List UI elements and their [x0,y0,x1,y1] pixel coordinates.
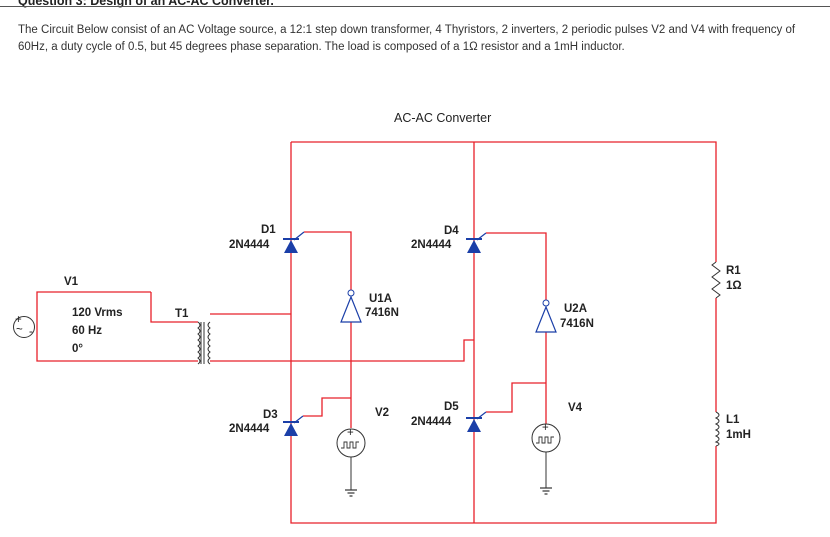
inverter-u1a-name: U1A [369,293,392,305]
pulse-source-v2-name: V2 [375,407,389,419]
svg-text:-: - [29,326,33,338]
inverter-u2a-name: U2A [564,303,587,315]
svg-text:~: ~ [16,324,23,336]
pulse-source-v4: + [531,422,561,495]
thyristor-d4-name: D4 [444,225,459,237]
question-description: The Circuit Below consist of an AC Volta… [18,24,796,53]
thyristor-d1 [283,231,305,253]
header-divider [0,6,830,7]
pulse-source-v4-name: V4 [568,402,583,414]
resistor-r1 [711,261,722,299]
svg-text:+: + [347,427,354,439]
thyristor-d4 [466,232,487,253]
resistor-r1-name: R1 [726,265,741,277]
source-v1-name: V1 [64,276,79,288]
transformer-t1-name: T1 [175,308,189,320]
svg-text:+: + [542,422,549,434]
pulse-source-v2: + [336,427,366,497]
source-v1-voltage: 120 Vrms [72,307,123,319]
source-v1-frequency: 60 Hz [72,325,102,337]
thyristor-d5 [466,411,487,432]
thyristor-d3-name: D3 [263,409,278,421]
thyristor-d3-part: 2N4444 [229,423,270,435]
thyristor-d5-name: D5 [444,401,459,413]
thyristor-d4-part: 2N4444 [411,239,452,251]
source-v1: + ~ - [13,314,35,338]
svg-text:+: + [15,314,22,326]
wires [36,141,717,524]
inverter-u2a [535,299,557,333]
circuit-title: AC-AC Converter [394,111,491,125]
thyristor-d1-name: D1 [261,224,276,236]
inductor-l1 [710,411,722,447]
thyristor-d1-part: 2N4444 [229,239,270,251]
inverter-u1a [340,289,362,323]
thyristor-d3 [283,415,304,436]
inductor-l1-name: L1 [726,414,740,426]
inductor-l1-value: 1mH [726,429,751,441]
thyristor-d5-part: 2N4444 [411,416,452,428]
resistor-r1-value: 1Ω [726,280,742,292]
inverter-u1a-part: 7416N [365,307,399,319]
inverter-u2a-part: 7416N [560,318,594,330]
source-v1-phase: 0° [72,343,83,355]
question-heading: Question 3: Design of an AC-AC Converter… [18,0,274,8]
transformer-t1 [197,321,211,365]
